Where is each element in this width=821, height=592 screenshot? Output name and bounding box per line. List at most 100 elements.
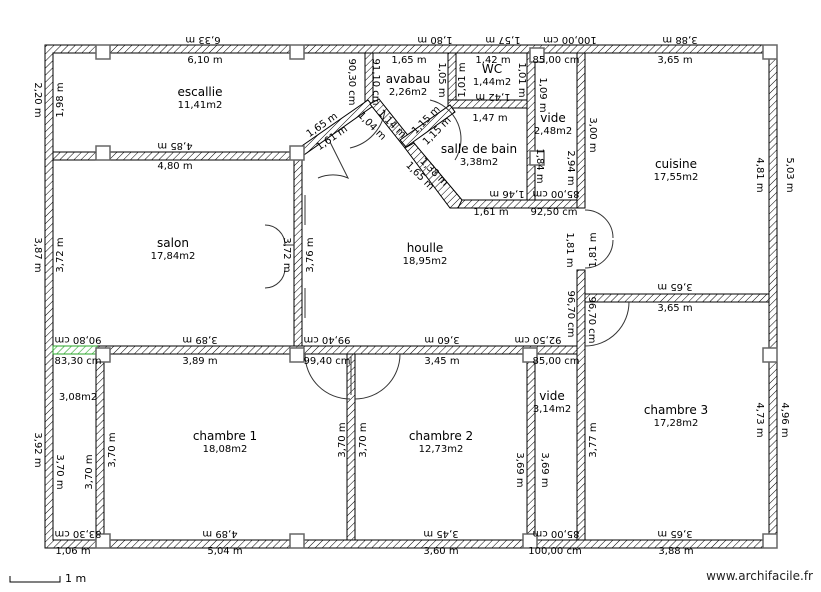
dimension-label: 4,80 m (157, 161, 192, 172)
room-name: chambre 1 (193, 429, 257, 443)
dimension-label: 85,00 cm (532, 356, 579, 367)
pillar (522, 533, 538, 549)
room-area: 17,55m2 (654, 172, 699, 183)
pillar (289, 347, 305, 363)
dimension-label: 3,70 m (107, 432, 118, 467)
pillar (762, 44, 778, 60)
dimension-label: 100,00 cm (528, 546, 581, 557)
dimension-label: 3,65 m (657, 528, 692, 539)
watermark: www.archifacile.fr (706, 569, 813, 583)
dimension-label: 83,30 cm (54, 356, 101, 367)
wall-chambre2-vide (526, 353, 536, 541)
room-area: 1,44m2 (473, 77, 511, 88)
room-name: avabau (386, 72, 430, 86)
room-area: 11,41m2 (178, 100, 223, 111)
dimension-label: 3,70 m (358, 422, 369, 457)
wall-escallie-bottom (52, 151, 301, 161)
room-name: vide (540, 111, 565, 125)
room-area: 2,48m2 (534, 126, 572, 137)
dimension-label: 1,46 m (489, 188, 524, 199)
dimension-label: 2,20 m (32, 82, 43, 117)
dimension-label: 3,89 m (182, 356, 217, 367)
dimension-label: 3,60 m (423, 546, 458, 557)
dimension-label: 3,65 m (657, 303, 692, 314)
pillar (289, 533, 305, 549)
dimension-label: 4,73 m (754, 402, 765, 437)
dimension-label: 1,09 m (537, 77, 548, 112)
dimension-label: 3,76 m (305, 237, 316, 272)
room-area: 3,14m2 (533, 404, 571, 415)
wall-diagonal-3 (399, 104, 456, 148)
dimension-label: 96,70 cm (565, 290, 576, 337)
dimension-label: 1,80 m (417, 34, 452, 45)
dimension-label: 3,88 m (658, 546, 693, 557)
door-swing (264, 224, 294, 289)
dimension-label: 85,00 cm (532, 528, 579, 539)
room-name: cuisine (655, 157, 697, 171)
door-swing (317, 141, 350, 179)
wall-corridor (95, 353, 105, 541)
pillar (95, 145, 111, 161)
dimension-label: 1,06 m (55, 546, 90, 557)
dimension-label: 4,96 m (779, 402, 790, 437)
dimension-label: 3,92 m (32, 432, 43, 467)
pillar (95, 347, 111, 363)
pillar (95, 533, 111, 549)
dimension-label: 3,45 m (423, 528, 458, 539)
dimension-label: 91,10 cm (370, 58, 381, 105)
dimension-label: 3,72 m (55, 237, 66, 272)
dimension-label: 6,10 m (187, 55, 222, 66)
doors (264, 99, 630, 400)
dimension-label: 3,72 m (281, 237, 292, 272)
room-area: 12,73m2 (419, 444, 464, 455)
room-area: 3,38m2 (460, 157, 498, 168)
wall-cuisine-chambre3 (584, 293, 770, 303)
dimension-label: 3,45 m (424, 356, 459, 367)
pillar (522, 347, 538, 363)
walls (44, 44, 778, 549)
dimension-label: 3,65 m (657, 55, 692, 66)
door-swing (584, 301, 630, 347)
wall-cuisine-left-bottom (576, 269, 586, 541)
dimension-label: 1,05 m (436, 62, 447, 97)
scale-bar (9, 576, 61, 583)
dimension-label: 4,85 m (157, 140, 192, 151)
dimension-label: 3,60 m (424, 334, 459, 345)
dimension-label: 92,50 cm (530, 207, 577, 218)
dimension-label: 92,50 cm (514, 334, 561, 345)
dimension-label: 90,30 cm (346, 58, 357, 105)
room-name: WC (482, 62, 502, 76)
dimension-label: 3,77 m (588, 422, 599, 457)
dimension-label: 6,33 m (185, 34, 220, 45)
wall-diagonal-4 (404, 142, 463, 209)
room-labels: escallie11,41m2salon17,84m2houlle18,95m2… (59, 62, 708, 455)
dimension-label: 1,81 m (564, 232, 575, 267)
dimension-label: 3,87 m (32, 237, 43, 272)
dimension-label: 3,70 m (337, 422, 348, 457)
dimension-label: 1,47 m (472, 113, 507, 124)
room-name: vide (539, 389, 564, 403)
dimension-label: 83,30 cm (54, 528, 101, 539)
pillar (289, 44, 305, 60)
dimension-label: 1,61 m (473, 207, 508, 218)
room-name: escallie (178, 85, 223, 99)
dimension-label: 99,40 cm (303, 334, 350, 345)
room-name: salon (157, 236, 189, 250)
dimension-label: 1,42 m (475, 91, 510, 102)
dimension-label: 3,69 m (514, 452, 525, 487)
wall-highlighted (52, 345, 98, 355)
room-name: houlle (407, 241, 444, 255)
dimension-label: 100,00 cm (543, 34, 596, 45)
dimension-label: 1,01 m (457, 62, 468, 97)
dimension-label: 1,65 m (391, 55, 426, 66)
door-swing (349, 109, 386, 149)
dimension-label: 4,89 m (202, 528, 237, 539)
dimension-label: 5,04 m (207, 546, 242, 557)
dimension-label: 5,03 m (784, 157, 795, 192)
room-name: salle de bain (441, 142, 517, 156)
scale-label: 1 m (65, 572, 87, 585)
dimension-label: 85,00 cm (532, 55, 579, 66)
dimension-label: 1,81 m (588, 232, 599, 267)
